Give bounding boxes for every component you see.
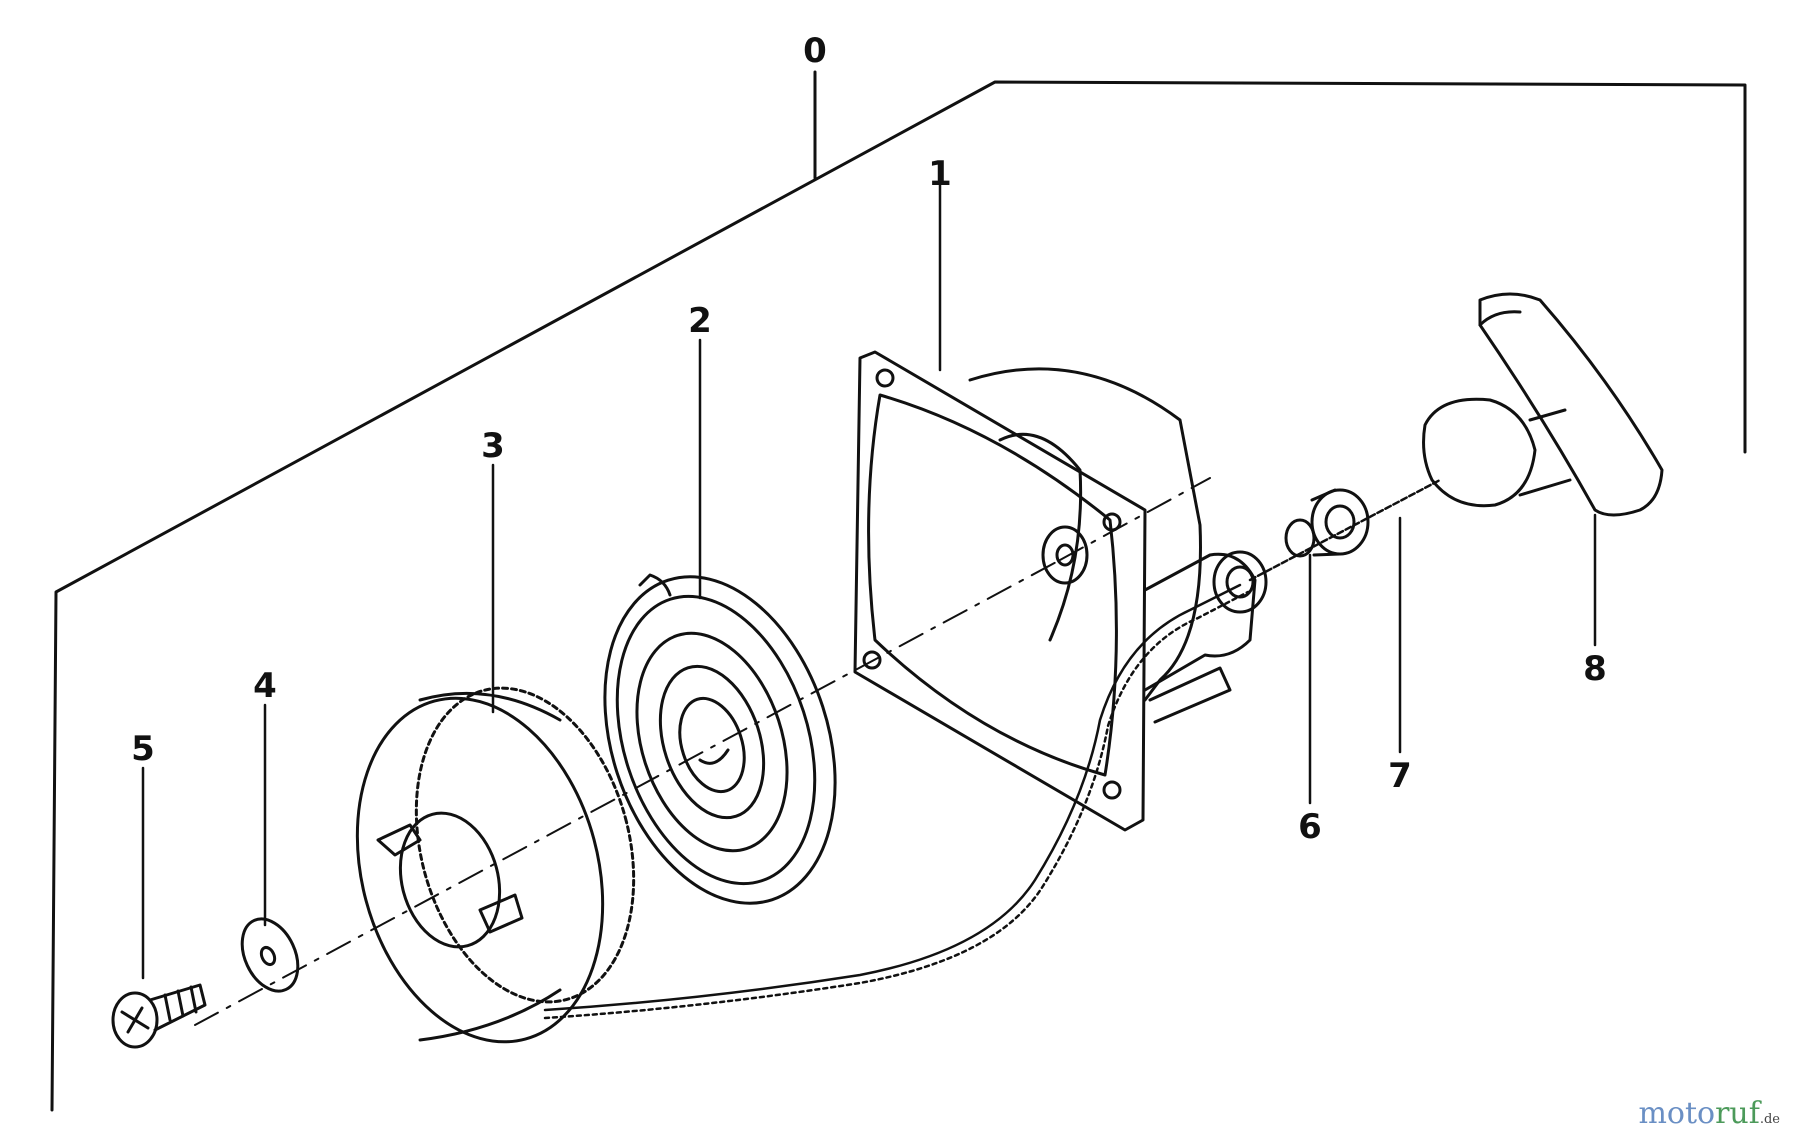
watermark-part2: ruf [1715, 1096, 1760, 1131]
callout-6: 6 [1298, 807, 1322, 847]
washer-part [240, 917, 300, 993]
leader-lines [141, 183, 1597, 980]
screw-part [111, 983, 207, 1049]
watermark-suffix: .de [1759, 1112, 1780, 1127]
callout-2: 2 [688, 301, 712, 341]
watermark-part1: moto [1638, 1096, 1716, 1131]
callout-7: 7 [1388, 756, 1412, 796]
callout-0: 0 [803, 31, 827, 71]
callout-3: 3 [481, 426, 505, 466]
spring-part [603, 573, 837, 905]
callout-4: 4 [253, 666, 277, 706]
callout-1: 1 [928, 154, 952, 194]
callout-labels: 0 1 2 3 4 5 6 7 8 [131, 31, 1607, 847]
housing-part [853, 350, 1268, 832]
bushing-part [1284, 488, 1370, 558]
callout-8: 8 [1583, 649, 1607, 689]
rope-part [543, 478, 1442, 1020]
pulley-part [355, 686, 636, 1044]
watermark-logo: motoruf.de [1638, 1096, 1780, 1131]
assembly-bracket [50, 70, 1747, 1112]
center-axis [194, 477, 1211, 1026]
handle-part [1422, 292, 1664, 517]
callout-5: 5 [131, 729, 155, 769]
